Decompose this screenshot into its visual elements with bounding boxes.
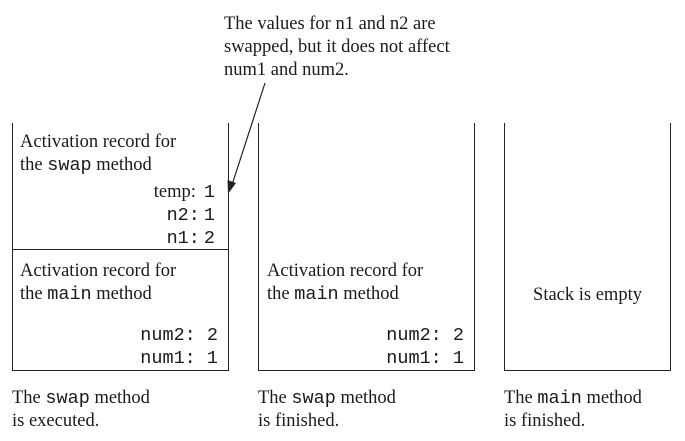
callout-line: The values for n1 and n2 are: [224, 14, 436, 34]
stack-empty: [504, 123, 671, 371]
callout-line: num1 and num2.: [224, 60, 349, 80]
stack-empty-label: Stack is empty: [533, 285, 642, 305]
caption-main-finished: The main method is finished.: [504, 388, 642, 431]
swap-record-vars: temp: 1 n2: 1 n1: 2: [153, 182, 215, 249]
callout-note: The values for n1 and n2 are swapped, bu…: [224, 13, 450, 82]
callout-line: swapped, but it does not affect: [224, 37, 450, 57]
record-divider: [12, 249, 229, 250]
stack-swap-finished: [258, 123, 475, 371]
swap-record-title: Activation record for the swap method: [20, 132, 177, 176]
main-record-vars: num2: 2 num1: 1: [386, 325, 464, 369]
caption-swap-finished: The swap method is finished.: [258, 388, 396, 431]
stack-swap-executed: [12, 123, 229, 371]
caption-swap-executed: The swap method is executed.: [12, 388, 150, 431]
main-record-title: Activation record for the main method: [20, 261, 177, 305]
main-record-title: Activation record for the main method: [267, 261, 424, 305]
main-record-vars: num2: 2 num1: 1: [140, 325, 218, 369]
